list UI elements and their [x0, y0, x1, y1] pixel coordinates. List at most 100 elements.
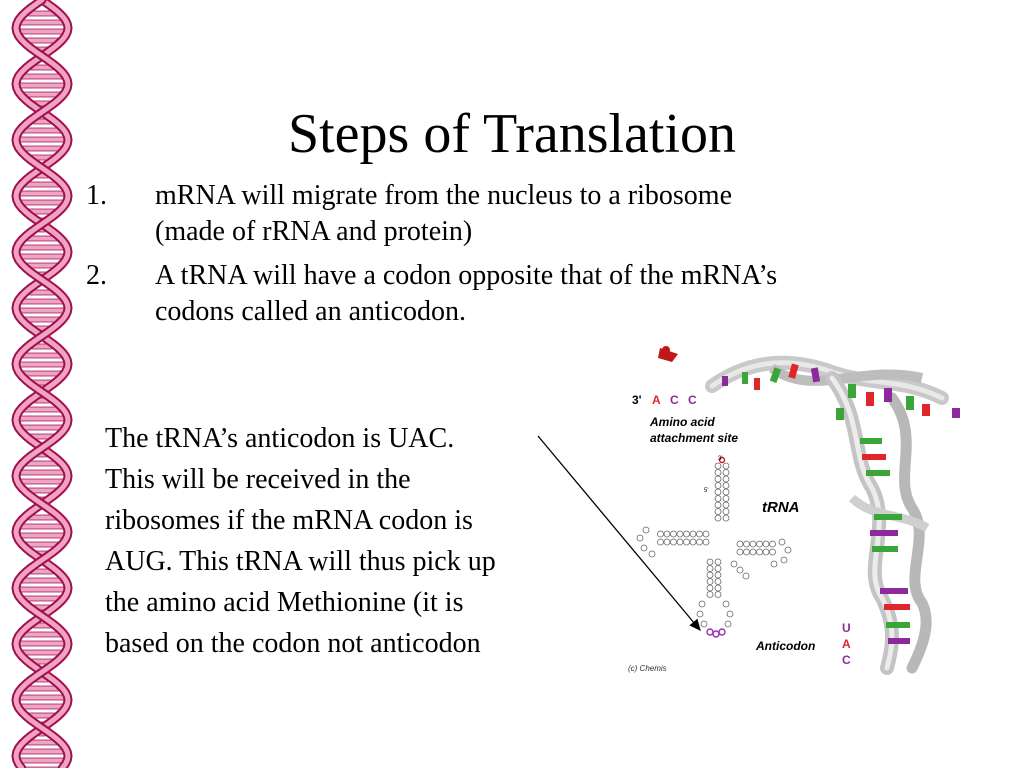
nucleotide-dot — [706, 558, 714, 566]
nucleotide-dot — [706, 584, 714, 592]
nucleotide-dot — [756, 540, 763, 548]
nucleotide-dot — [722, 462, 730, 470]
nucleotide-dot — [722, 600, 730, 608]
explanation-line: The tRNA’s anticodon is UAC. — [105, 423, 455, 454]
trna-illustration: 3' A C C Amino acid attachment site tRNA… — [628, 346, 960, 675]
step-number: 2. — [86, 260, 107, 291]
anticodon-letter: A — [842, 637, 851, 651]
nucleotide-dot — [736, 566, 744, 574]
cloverleaf-3prime-label: 3' — [718, 456, 722, 462]
dna-rung — [17, 469, 67, 476]
dna-helix-border — [11, 0, 73, 768]
nucleotide-dot — [676, 530, 684, 538]
nucleotide-dot — [676, 538, 684, 546]
nucleotide-dot — [718, 628, 726, 636]
nucleotide-dot — [726, 610, 734, 618]
nucleotide-dot — [722, 488, 730, 496]
nucleotide-dot — [722, 495, 730, 502]
dna-rung — [22, 406, 62, 413]
dna-rung — [17, 748, 67, 755]
nucleotide-dot — [714, 578, 722, 585]
nucleotide-dot — [756, 548, 763, 556]
nucleotide-dot — [706, 591, 714, 598]
nucleotide-dot — [718, 456, 726, 464]
dna-rung — [19, 73, 65, 80]
dna-rung — [15, 307, 69, 314]
nucleotide-dot — [769, 548, 776, 556]
nucleotide-dot — [724, 620, 732, 628]
nucleotide-dot — [714, 584, 722, 592]
step-text: A tRNA will have a codon opposite that o… — [155, 258, 955, 330]
nucleotide-dot — [722, 469, 730, 476]
dna-strand — [13, 0, 71, 768]
step-number: 1. — [86, 180, 107, 211]
nucleotide-dot — [663, 530, 671, 538]
acc-letter: A — [652, 393, 661, 407]
step-text: mRNA will migrate from the nucleus to a … — [155, 178, 955, 250]
nucleotide-dot — [743, 548, 750, 556]
figure-credit: (c) Chemis — [628, 664, 667, 673]
nucleotide-dot — [784, 546, 792, 554]
dna-rung — [16, 190, 68, 197]
nucleotide-dot — [722, 501, 730, 509]
nucleotide-dot — [749, 540, 757, 548]
nucleotide-dot — [714, 482, 722, 489]
nucleotide-dot — [742, 572, 750, 580]
step-line: (made of rRNA and protein) — [155, 216, 473, 247]
nucleotide-dot — [689, 530, 697, 538]
nucleotide-dot — [714, 501, 722, 509]
dna-rung — [18, 523, 66, 530]
nucleotide-dot — [714, 469, 722, 476]
explanation-line: the amino acid Methionine (it is — [105, 587, 464, 618]
nucleotide-dot — [683, 538, 690, 546]
trna-cloverleaf-diagram — [636, 456, 792, 638]
acc-letter: C — [688, 393, 697, 407]
anticodon-letter: C — [842, 653, 851, 667]
nucleotide-dot — [714, 571, 722, 579]
step-line: A tRNA will have a codon opposite that o… — [155, 260, 778, 291]
nucleotide-dot — [689, 538, 697, 546]
three-prime-label: 3' — [632, 393, 642, 407]
nucleotide-dot — [706, 565, 714, 572]
nucleotide-dot — [714, 462, 722, 470]
nucleotide-dot — [648, 550, 656, 558]
explanation-line: based on the codon not anticodon — [105, 628, 481, 659]
dna-rung — [19, 577, 65, 584]
nucleotide-dot — [743, 540, 750, 548]
nucleotide-dot — [700, 620, 708, 628]
nucleotide-dot — [722, 514, 730, 522]
nucleotide-dot — [657, 538, 664, 546]
dna-rung — [16, 694, 68, 701]
nucleotide-dot — [722, 475, 730, 483]
dna-rung — [15, 253, 69, 260]
dna-rung — [18, 298, 66, 305]
anticodon-label: Anticodon — [755, 639, 815, 653]
nucleotide-dot — [714, 495, 722, 502]
dna-rung — [15, 640, 69, 647]
slide-title: Steps of Translation — [287, 103, 737, 165]
dna-rung — [16, 415, 68, 422]
dna-strand — [13, 0, 71, 768]
nucleotide-dot — [712, 630, 720, 638]
trna-ribbon-structure — [658, 346, 960, 675]
attachment-site-label: attachment site — [650, 431, 738, 445]
acc-letter: C — [670, 393, 679, 407]
nucleotide-dot — [714, 475, 722, 483]
explanation-line: AUG. This tRNA will thus pick up — [105, 546, 496, 577]
dna-rung — [18, 19, 66, 26]
explanation-text: The tRNA’s anticodon is UAC. This will b… — [105, 418, 605, 664]
nucleotide-dot — [714, 565, 722, 572]
nucleotide-dot — [696, 610, 704, 618]
trna-label: tRNA — [762, 499, 800, 516]
nucleotide-dot — [762, 540, 770, 548]
nucleotide-dot — [696, 538, 703, 546]
nucleotide-dot — [706, 571, 714, 579]
nucleotide-dot — [663, 538, 671, 546]
dna-rung — [15, 361, 69, 368]
nucleotide-dot — [714, 508, 722, 515]
nucleotide-dot — [714, 558, 722, 566]
cloverleaf-5prime-label: 5' — [704, 488, 708, 494]
nucleotide-dot — [706, 628, 714, 636]
step-item-1: 1. mRNA will migrate from the nucleus to… — [86, 178, 966, 258]
step-line: codons called an anticodon. — [155, 296, 467, 327]
